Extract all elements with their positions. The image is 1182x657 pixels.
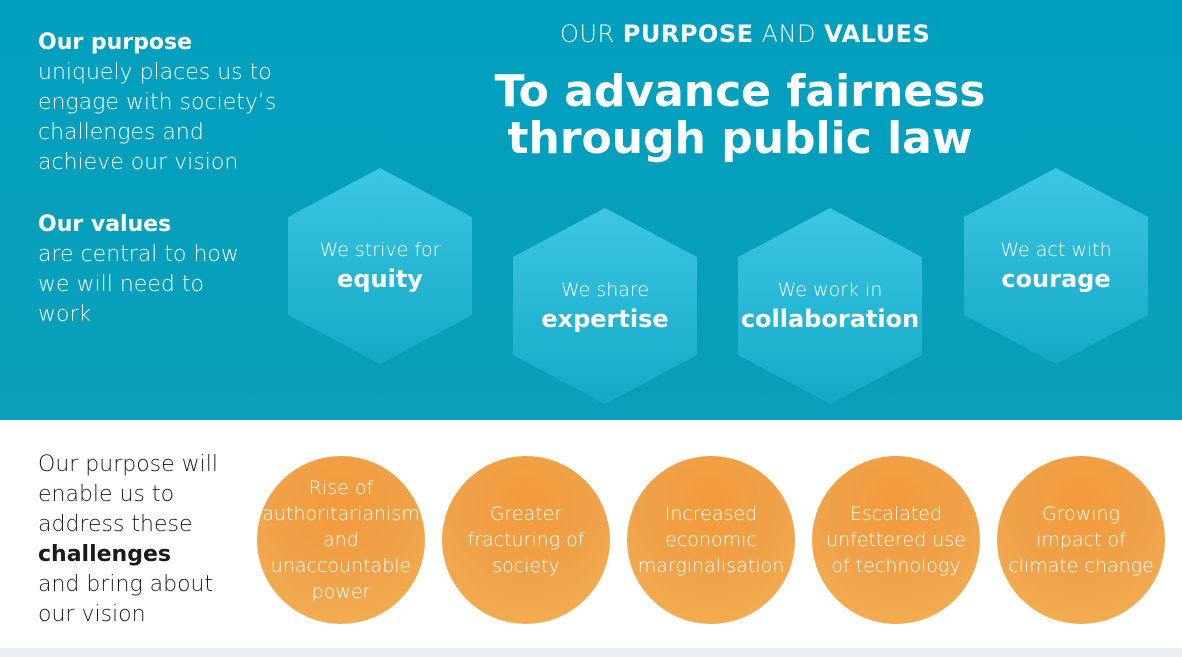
challenge-circle-fracturing: Greater fracturing of society [442,456,610,624]
challenge-circle-climate: Growing impact of climate change [997,456,1165,624]
purpose-label: Our purpose [38,30,193,55]
value-word: collaboration [740,305,920,333]
eyebrow-purpose: PURPOSE [622,20,754,48]
value-word: equity [337,265,423,293]
hexagon-shape [513,208,697,404]
values-text: are central to how we will need to work [38,242,239,327]
value-hexagon-expertise: We share expertise [513,208,697,404]
eyebrow-our: OUR [560,20,615,48]
value-lead: We act with [1000,239,1112,261]
challenges-description: Our purpose will enable us to address th… [38,450,238,630]
hexagon-shape [738,208,922,404]
value-word: expertise [541,305,669,333]
hexagon-shape [964,168,1148,364]
page-title: To advance fairness through public law [494,66,986,164]
challenge-circle-authoritarianism: Rise of authoritarianism and unaccountab… [257,456,425,624]
challenges-line2: and bring about our vision [38,572,214,627]
value-hexagon-equity: We strive for equity [288,168,472,364]
challenges-label: challenges [38,542,171,567]
value-lead: We work in [777,279,883,301]
value-word: courage [1001,265,1111,293]
values-label: Our values [38,212,172,237]
eyebrow-values: VALUES [824,20,931,48]
footer-strip [0,648,1182,657]
hexagon-shape [288,168,472,364]
challenge-circle-marginalisation: Increased economic marginalisation [627,456,795,624]
value-hexagon-courage: We act with courage [964,168,1148,364]
eyebrow-and: AND [761,20,817,48]
values-description: Our values are central to how we will ne… [38,210,258,330]
purpose-description: Our purpose uniquely places us to engage… [38,28,288,178]
purpose-text: uniquely places us to engage with societ… [38,60,277,175]
challenges-line1: Our purpose will enable us to address th… [38,452,218,537]
value-lead: We share [560,279,650,301]
section-eyebrow: OUR PURPOSE AND VALUES [560,20,930,48]
challenge-circle-technology: Escalated unfettered use of technology [812,456,980,624]
value-hexagon-collaboration: We work in collaboration [738,208,922,404]
value-lead: We strive for [319,239,441,261]
